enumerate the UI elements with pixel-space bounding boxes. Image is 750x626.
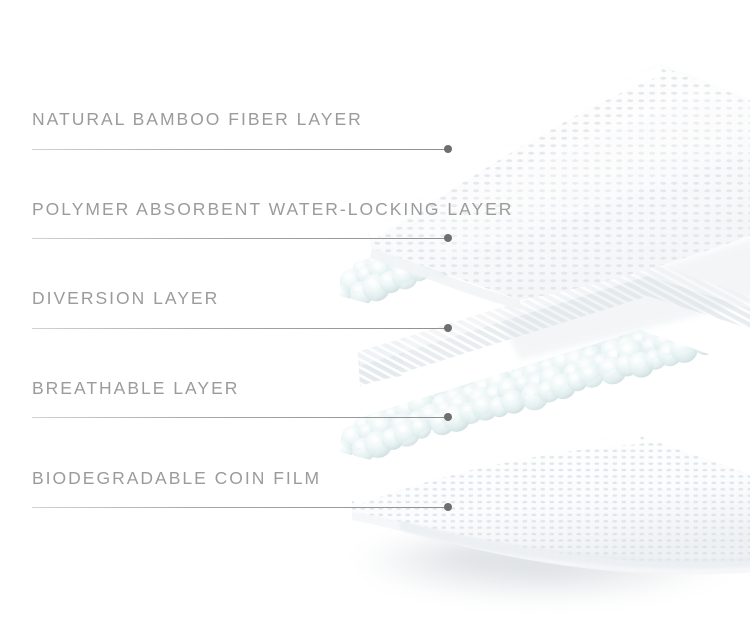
layer-biodegradable-coin-film <box>352 436 750 575</box>
leader-line-4 <box>32 413 452 421</box>
callout-label-4: BREATHABLE LAYER <box>32 377 240 398</box>
callout-label-3: DIVERSION LAYER <box>32 287 220 308</box>
leader-line-5 <box>32 503 452 511</box>
layer-natural-bamboo-fiber <box>368 66 750 310</box>
leader-line-3 <box>32 324 452 332</box>
callout-label-1: NATURAL BAMBOO FIBER LAYER <box>32 108 363 129</box>
callout-label-2: POLYMER ABSORBENT WATER-LOCKING LAYER <box>32 198 514 219</box>
callout-label-5: BIODEGRADABLE COIN FILM <box>32 467 322 488</box>
layer-diversion <box>358 239 750 386</box>
leader-line-2 <box>32 234 452 242</box>
leader-line-1 <box>32 145 452 153</box>
